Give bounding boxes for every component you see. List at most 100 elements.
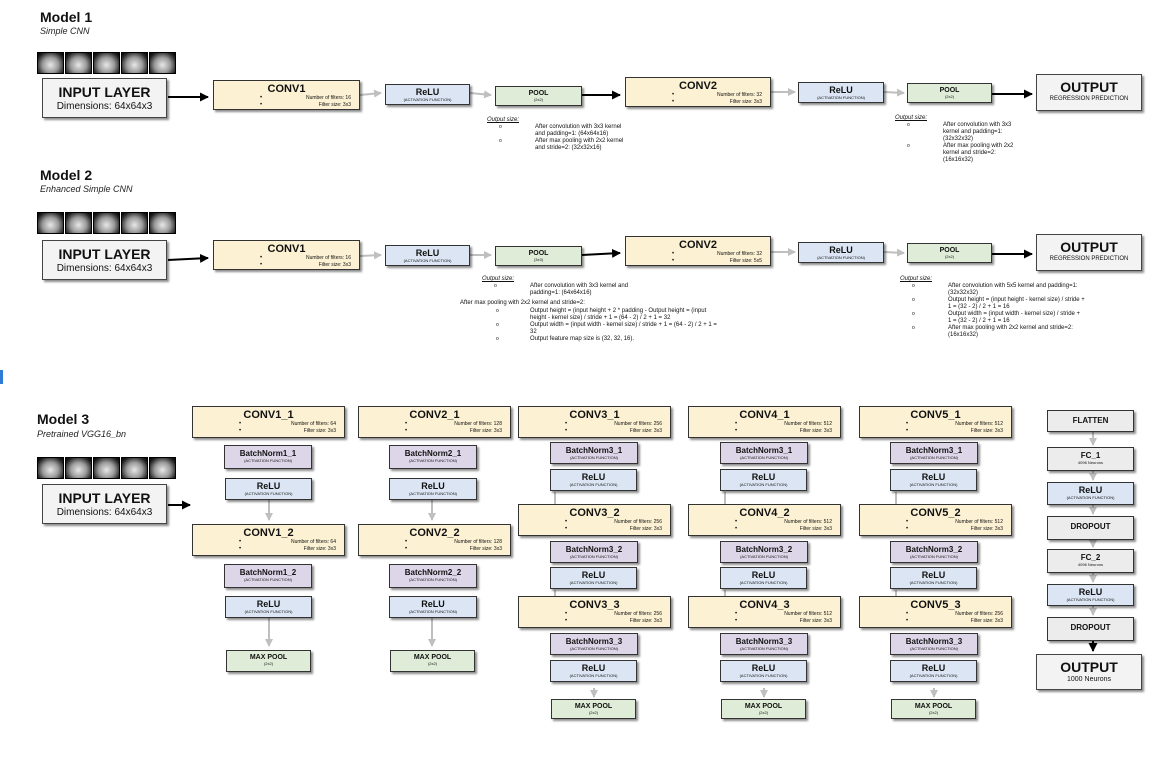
conv-filter-size: Filter size: 3x3 [232, 102, 359, 109]
model3-maxpool2: MAX POOL(2x2) [390, 650, 475, 672]
note-item: After max pooling with 2x2 kernel and st… [895, 143, 1025, 164]
relu-title: ReLU [256, 599, 281, 609]
conv-title: CONV4_1 [739, 409, 790, 421]
relu-title: ReLU [751, 570, 776, 580]
model2-input-layer: INPUT LAYER Dimensions: 64x64x3 [42, 240, 167, 280]
relu-sub: (ACTIVATION FUNCTION) [739, 580, 788, 585]
model3-conv4-1: CONV4_1 Number of filters: 512Filter siz… [688, 406, 841, 438]
batchnorm-sub: (ACTIVATION FUNCTION) [409, 458, 457, 463]
input-layer-dims: Dimensions: 64x64x3 [56, 101, 153, 112]
model2-conv2: CONV2 Number of filters: 32Filter size: … [625, 236, 771, 266]
note-item: After convolution with 3x3 kernel and pa… [487, 124, 632, 138]
batchnorm-title: BatchNorm3_1 [565, 446, 623, 455]
conv-title: CONV2_2 [409, 527, 460, 539]
model3-batchnorm2-2: BatchNorm2_2(ACTIVATION FUNCTION) [389, 564, 477, 588]
conv-title: CONV4_2 [739, 507, 790, 519]
conv-filters: Number of filters: 128 [377, 539, 510, 546]
model1-relu2: ReLU(ACTIVATION FUNCTION) [798, 82, 884, 103]
conv-filter-size: Filter size: 3x3 [377, 428, 510, 435]
model3-batchnorm3-2: BatchNorm3_2(ACTIVATION FUNCTION) [550, 541, 638, 563]
model2-note2: Output size: After convolution with 5x5 … [900, 276, 1085, 339]
relu-sub: (ACTIVATION FUNCTION) [817, 95, 865, 100]
relu-title: ReLU [415, 87, 440, 97]
relu-title: ReLU [421, 599, 445, 609]
batchnorm-title: BatchNorm3_2 [905, 545, 963, 554]
model3-conv3-1: CONV3_1 Number of filters: 256Filter siz… [518, 406, 671, 438]
pool-sub: (2x2) [533, 97, 544, 102]
model3-relu5-1: ReLU(ACTIVATION FUNCTION) [890, 469, 977, 491]
model2-title: Model 2 [40, 167, 93, 183]
batchnorm-title: BatchNorm3_3 [735, 637, 793, 646]
conv-filters: Number of filters: 32 [644, 92, 770, 99]
maxpool-sub: (2x2) [758, 710, 769, 715]
model3-conv2-1: CONV2_1 Number of filters: 128Filter siz… [358, 406, 511, 438]
fc-sub: 4096 Neurons [1077, 460, 1104, 465]
note-middle: After max pooling with 2x2 kernel and st… [460, 300, 585, 306]
model1-input-layer: INPUT LAYER Dimensions: 64x64x3 [42, 78, 167, 118]
pool-sub: (2x2) [944, 94, 955, 99]
model1-conv2: CONV2 Number of filters: 32Filter size: … [625, 77, 771, 107]
relu-sub: (ACTIVATION FUNCTION) [409, 491, 457, 496]
relu-title: ReLU [751, 663, 776, 673]
note-item: Output feature map size is (32, 32, 16). [496, 336, 721, 343]
input-image-icon [93, 52, 120, 74]
input-layer-title: INPUT LAYER [58, 490, 151, 506]
model3-relu2-1: ReLU(ACTIVATION FUNCTION) [389, 478, 477, 500]
fc-title: FC_2 [1080, 553, 1101, 562]
note-item: Output height = (input height + 2 * padd… [496, 308, 721, 322]
conv-title: CONV1 [267, 243, 306, 255]
note-item: After convolution with 3x3 kernel and pa… [482, 283, 642, 297]
fc-title: FC_1 [1080, 451, 1101, 460]
note-item: Output height = (input height - kernel s… [900, 297, 1085, 311]
model3-conv3-3: CONV3_3 Number of filters: 256Filter siz… [518, 596, 671, 628]
batchnorm-sub: (ACTIVATION FUNCTION) [740, 455, 788, 460]
relu-sub: (ACTIVATION FUNCTION) [817, 255, 865, 260]
model1-relu1: ReLU(ACTIVATION FUNCTION) [385, 84, 470, 105]
model3-relu4-3: ReLU(ACTIVATION FUNCTION) [720, 660, 807, 682]
model3-batchnorm1-2: BatchNorm1_2(ACTIVATION FUNCTION) [224, 564, 312, 588]
conv-title: CONV1_1 [243, 409, 294, 421]
output-title: OUTPUT [1060, 659, 1118, 675]
relu-title: ReLU [751, 472, 776, 482]
relu-title: ReLU [1078, 485, 1103, 495]
conv-filters: Number of filters: 256 [537, 421, 670, 428]
input-image-icon [93, 457, 120, 479]
relu-title: ReLU [829, 85, 853, 95]
conv-title: CONV1 [267, 83, 306, 95]
model1-note2: Output size: After convolution with 3x3 … [895, 115, 1025, 164]
model3-relu5-2: ReLU(ACTIVATION FUNCTION) [890, 567, 977, 589]
batchnorm-title: BatchNorm3_3 [905, 637, 963, 646]
relu-sub: (ACTIVATION FUNCTION) [409, 609, 457, 614]
relu-sub: (ACTIVATION FUNCTION) [244, 609, 293, 614]
batchnorm-title: BatchNorm3_1 [735, 446, 793, 455]
model2-relu1: ReLU(ACTIVATION FUNCTION) [385, 245, 470, 266]
model3-maxpool1: MAX POOL(2x2) [226, 650, 311, 672]
model2-pool2: POOL(2x2) [907, 243, 992, 263]
model3-dropout1: DROPOUT [1047, 516, 1134, 540]
model1-input-thumbnails [37, 52, 176, 74]
model2-conv1: CONV1 Number of filters: 16Filter size: … [213, 240, 360, 270]
conv-title: CONV4_3 [739, 599, 790, 611]
batchnorm-sub: (ACTIVATION FUNCTION) [570, 455, 618, 460]
batchnorm-sub: (ACTIVATION FUNCTION) [910, 646, 958, 651]
model3-batchnorm3-3: BatchNorm3_3(ACTIVATION FUNCTION) [550, 633, 638, 655]
model3-conv4-2: CONV4_2 Number of filters: 512Filter siz… [688, 504, 841, 536]
maxpool-title: MAX POOL [413, 654, 452, 661]
input-image-icon [37, 457, 64, 479]
model3-batchnorm5-3: BatchNorm3_3(ACTIVATION FUNCTION) [890, 633, 978, 655]
batchnorm-title: BatchNorm3_2 [735, 545, 793, 554]
conv-filters: Number of filters: 16 [232, 255, 359, 262]
input-image-icon [149, 52, 176, 74]
conv-filters: Number of filters: 16 [232, 95, 359, 102]
model3-batchnorm3-1: BatchNorm3_1(ACTIVATION FUNCTION) [550, 442, 638, 464]
conv-filter-size: Filter size: 3x3 [707, 428, 840, 435]
conv-title: CONV5_3 [910, 599, 961, 611]
model3-conv1-1: CONV1_1 Number of filters: 64Filter size… [192, 406, 345, 438]
model3-relu1-1: ReLU(ACTIVATION FUNCTION) [225, 478, 312, 500]
batchnorm-title: BatchNorm3_2 [565, 545, 623, 554]
relu-sub: (ACTIVATION FUNCTION) [1066, 597, 1115, 602]
model3-relu5-3: ReLU(ACTIVATION FUNCTION) [890, 660, 977, 682]
model3-batchnorm2-1: BatchNorm2_1(ACTIVATION FUNCTION) [389, 445, 477, 469]
relu-sub: (ACTIVATION FUNCTION) [403, 97, 452, 102]
